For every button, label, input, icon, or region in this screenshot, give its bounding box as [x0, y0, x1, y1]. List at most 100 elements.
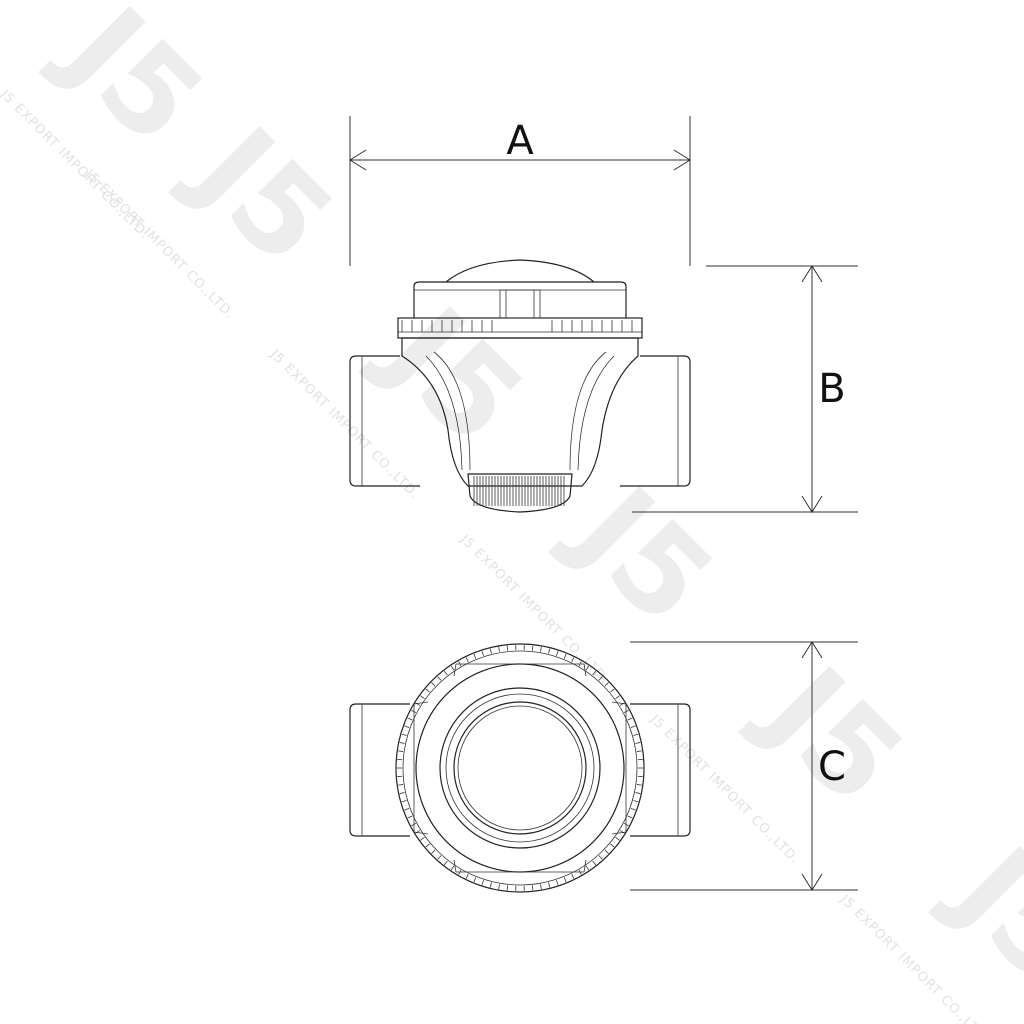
outer-tooth [540, 884, 542, 890]
outer-tooth [563, 877, 567, 883]
outer-tooth [473, 653, 477, 659]
lid [413, 281, 627, 318]
dimension-label-c: C [818, 744, 846, 790]
outer-tooth [398, 750, 404, 752]
outer-tooth [431, 682, 436, 687]
outer-tooth [635, 792, 641, 794]
outer-tooth [465, 873, 469, 879]
outer-tooth [437, 676, 442, 681]
outer-tooth [404, 807, 410, 811]
outer-tooth [630, 807, 636, 811]
left-socket-top [349, 703, 410, 837]
outer-tooth [633, 733, 639, 736]
watermark-logo: J5 [925, 817, 1024, 1011]
outer-tooth [636, 784, 642, 786]
outer-tooth [498, 646, 500, 652]
outer-tooth [437, 855, 442, 860]
right-socket-top [630, 703, 691, 837]
outer-tooth [489, 882, 492, 888]
outer-tooth [635, 742, 641, 744]
outer-tooth [585, 665, 590, 671]
outer-tooth [398, 784, 404, 786]
dimension-label-b: B [818, 366, 845, 412]
knurl-lines [473, 476, 565, 506]
right-socket [620, 355, 691, 487]
outer-tooth [506, 645, 509, 651]
outer-tooth [571, 873, 575, 879]
outer-tooth [450, 865, 455, 871]
outer-tooth [630, 725, 636, 729]
inner-ring [439, 687, 601, 849]
bottom-nut [467, 473, 573, 513]
outer-tooth [443, 860, 448, 866]
outer-tooth [571, 657, 575, 663]
outer-tooth [598, 676, 603, 681]
outer-tooth [443, 670, 448, 676]
outer-tooth [548, 648, 551, 654]
tab-left [413, 701, 429, 835]
outer-tooth [420, 837, 425, 841]
watermark-logo: J5 [735, 637, 929, 831]
outer-tooth [465, 657, 469, 663]
outer-tooth [604, 849, 609, 854]
outer-tooth [399, 792, 405, 794]
valve-top-view [349, 643, 691, 893]
outer-tooth [627, 815, 633, 819]
outer-tooth [498, 884, 500, 890]
outer-tooth [420, 695, 425, 699]
tab-top [453, 663, 587, 677]
outer-tooth [615, 837, 620, 841]
outer-tooth [489, 648, 492, 654]
tab-right [611, 701, 627, 835]
outer-tooth [604, 682, 609, 687]
outer-tooth [531, 645, 534, 651]
outer-tooth [481, 880, 484, 886]
watermark-logo: J5 [165, 97, 359, 291]
outer-tooth [556, 650, 559, 656]
tab-bottom [453, 859, 587, 873]
outer-tooth [585, 865, 590, 871]
outer-tooth [548, 882, 551, 888]
outer-tooth [431, 849, 436, 854]
outer-tooth [481, 650, 484, 656]
outer-tooth [425, 843, 430, 848]
valve-front-view [349, 259, 691, 513]
dimension-a: A [349, 116, 691, 266]
outer-tooth [636, 750, 642, 752]
outer-ring [395, 643, 645, 893]
outer-tooth [556, 880, 559, 886]
outer-tooth [473, 877, 477, 883]
outer-tooth [450, 665, 455, 671]
outer-tooth [610, 688, 615, 693]
outer-tooth [404, 725, 410, 729]
outer-tooth [401, 800, 407, 803]
dimension-b: B [632, 265, 858, 513]
dimension-label-a: A [506, 118, 534, 164]
outer-tooth [401, 733, 407, 736]
outer-tooth [592, 860, 597, 866]
outer-tooth [399, 742, 405, 744]
outer-tooth [425, 688, 430, 693]
outer-tooth [592, 670, 597, 676]
valve-body [401, 337, 639, 487]
outer-tooth [615, 695, 620, 699]
outer-tooth [407, 717, 413, 721]
lid-dome [445, 259, 595, 283]
outer-tooth [627, 717, 633, 721]
left-socket [349, 355, 420, 487]
lid-notch [499, 289, 541, 319]
outer-tooth [506, 885, 509, 891]
middle-ring [415, 663, 625, 873]
watermark-logo: J5 [355, 277, 549, 471]
center-bore [453, 701, 587, 835]
outer-tooth [407, 815, 413, 819]
outer-tooth [540, 646, 542, 652]
outer-tooth [531, 885, 534, 891]
outer-tooth [610, 843, 615, 848]
dimension-c: C [630, 641, 858, 891]
outer-tooth [633, 800, 639, 803]
ring-teeth [401, 320, 633, 332]
outer-tooth [598, 855, 603, 860]
outer-tooth [563, 653, 567, 659]
